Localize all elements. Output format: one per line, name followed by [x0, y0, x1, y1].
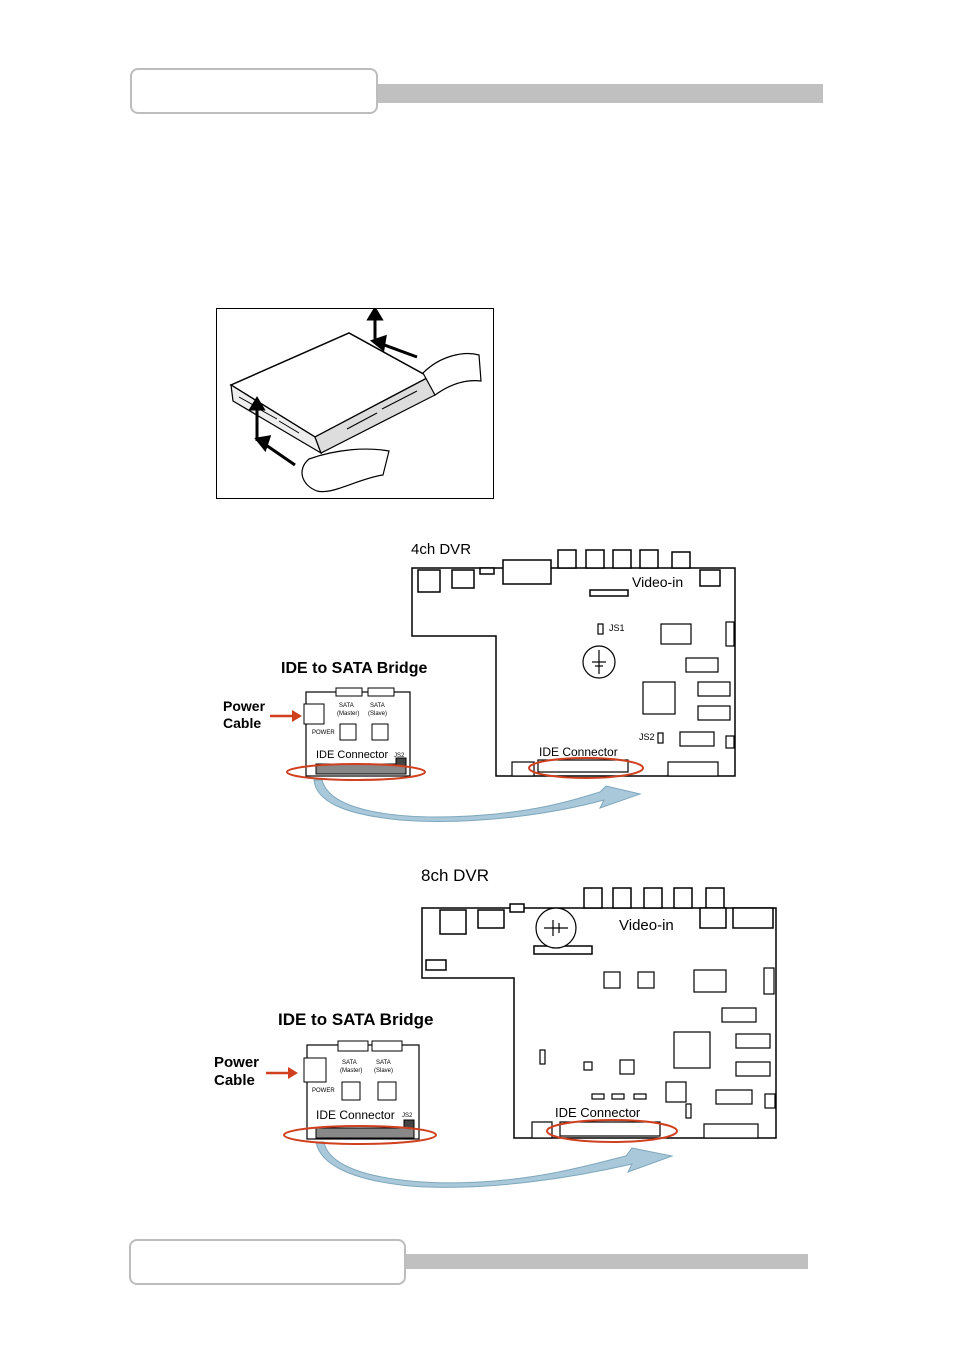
cable-arrow-8ch: [315, 1141, 674, 1188]
bridge-power-label-4ch: POWER: [312, 730, 335, 736]
bridge-ide-highlight-4ch: [286, 763, 426, 781]
board-ide-highlight-4ch: [528, 757, 644, 779]
dvr-4ch-title: 4ch DVR: [411, 541, 471, 558]
cover-removal-illustration: [216, 308, 494, 499]
board-components-4ch: [511, 621, 735, 777]
js1-label: JS1: [609, 623, 625, 633]
power-cable-label-4ch-2: Cable: [223, 715, 261, 731]
header-box: [130, 68, 378, 114]
bridge-board-8ch: [306, 1044, 420, 1140]
footer-bar: [398, 1254, 808, 1269]
cable-arrow-4ch: [313, 779, 642, 822]
dvr-4ch-board-outline: [411, 567, 736, 777]
board-components-8ch: [531, 907, 776, 1139]
js2-label-4ch: JS2: [639, 732, 655, 742]
power-cable-arrow-icon-4ch: [270, 710, 302, 722]
power-cable-arrow-icon-8ch: [266, 1067, 298, 1079]
bridge-board-4ch: [305, 691, 411, 777]
bridge-title-4ch: IDE to SATA Bridge: [281, 660, 427, 677]
ide-connector-label-board-4ch: IDE Connector: [539, 745, 618, 759]
board-ide-highlight-8ch: [546, 1119, 678, 1143]
bridge-sata-master-sub-4ch: (Master): [337, 711, 359, 717]
ide-connector-label-board-8ch: IDE Connector: [555, 1105, 641, 1120]
video-in-label-4ch: Video-in: [632, 574, 683, 590]
dvr-8ch-board-outline: [421, 907, 777, 1139]
power-cable-label-8ch-2: Cable: [214, 1072, 255, 1089]
bridge-sata-slave-8ch: SATA: [376, 1060, 391, 1066]
bridge-sata-master-sub-8ch: (Master): [340, 1068, 362, 1074]
bridge-js2-label-8ch: JS2: [402, 1113, 413, 1119]
bnc-connectors-4ch: [417, 549, 721, 597]
bridge-sata-master-4ch: SATA: [339, 703, 354, 709]
bridge-ide-highlight-8ch: [283, 1125, 437, 1145]
header-bar: [370, 84, 823, 103]
bridge-sata-master-8ch: SATA: [342, 1060, 357, 1066]
bridge-sata-slave-sub-4ch: (Slave): [368, 711, 387, 717]
power-cable-label-8ch-1: Power: [214, 1054, 259, 1071]
bridge-power-label-8ch: POWER: [312, 1088, 335, 1094]
bridge-js2-label-4ch: JS2: [394, 753, 405, 759]
bnc-connectors-8ch: [425, 887, 774, 971]
dvr-cover-drawing: [229, 309, 482, 493]
bridge-title-8ch: IDE to SATA Bridge: [278, 1010, 434, 1029]
dvr-8ch-title: 8ch DVR: [421, 866, 489, 885]
footer-box: [129, 1239, 406, 1285]
video-in-label-8ch: Video-in: [619, 917, 674, 934]
bridge-ide-connector-label-8ch: IDE Connector: [316, 1108, 395, 1122]
bridge-ide-connector-label-4ch: IDE Connector: [316, 749, 388, 761]
power-cable-label-4ch-1: Power: [223, 698, 266, 714]
bridge-sata-slave-4ch: SATA: [370, 703, 385, 709]
bridge-sata-slave-sub-8ch: (Slave): [374, 1068, 393, 1074]
